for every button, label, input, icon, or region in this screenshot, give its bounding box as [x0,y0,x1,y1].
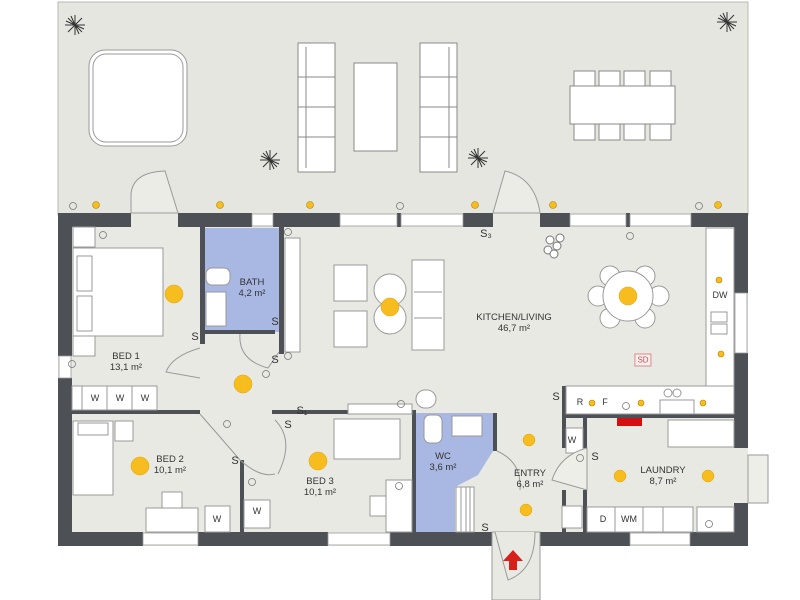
wardrobe-bed2: W [212,514,222,524]
room-area: 10,1 m² [153,465,187,476]
room-name: BED 1 [112,351,140,363]
appliance-f: F [602,397,608,407]
room-area: 10,1 m² [303,487,337,498]
room-name: BATH [239,277,265,289]
switch-label: S₃ [480,228,492,240]
room-name: WC [435,451,451,463]
switch-label: S [591,451,599,463]
switch-label: S [552,391,560,403]
outdoor-sofa-left [297,42,336,173]
switch-label: S [231,455,239,467]
bath-fixtures [205,237,301,353]
outlet-icon [68,202,713,528]
door-swing [130,170,541,214]
appliance-d: D [599,514,607,524]
outdoor-dining-set [569,70,676,141]
hot-tub [88,49,188,147]
bed-2-furniture [72,420,231,533]
room-label-bed-3: BED 3 10,1 m² [303,476,337,499]
walls [58,213,748,546]
room-area: 4,2 m² [238,288,266,299]
switch-label: S [284,419,292,431]
radiator [617,418,642,426]
wall-light-icon [92,201,725,407]
kitchen-counters [565,227,735,415]
room-name: ENTRY [513,468,547,480]
bed-3-furniture [243,403,413,533]
windows [58,213,748,546]
interior-doors [165,333,521,491]
wardrobe-bed1-2: W [115,393,125,403]
outdoor-sofa-right [419,42,458,173]
wc-fixtures [415,389,483,444]
appliance-dw: DW [712,290,728,300]
wardrobe-bed1-1: W [90,393,100,403]
room-label-wc: WC 3,6 m² [429,451,457,474]
plant-icon [65,12,737,170]
switch-label: S [271,316,279,328]
room-label-bath: BATH 4,2 m² [238,277,266,300]
laundry-furniture [561,419,735,533]
room-label-bed-2: BED 2 10,1 m² [153,454,187,477]
appliance-r: R [576,397,584,407]
room-label-entry: ENTRY 6,8 m² [513,468,547,491]
room-area: 6,8 m² [516,479,544,490]
room-label-laundry: LAUNDRY 8,7 m² [640,465,686,488]
stairs [455,486,475,533]
room-area: 3,6 m² [429,462,457,473]
switch-label: S₁ [296,405,308,417]
bed-1-furniture [71,226,164,411]
room-area: 46,7 m² [497,323,531,334]
room-area: 13,1 m² [109,362,143,373]
room-name: KITCHEN/LIVING [476,312,552,324]
switch-label: S [191,331,199,343]
appliance-wm: WM [621,514,637,524]
plant-indoor-icon [543,233,565,259]
entry-arrow-icon [503,550,523,570]
room-label-kitchen-living: KITCHEN/LIVING 46,7 m² [476,312,552,335]
wardrobe-entry: W [567,435,577,445]
room-label-bed-1: BED 1 13,1 m² [109,351,143,374]
room-name: BED 2 [156,454,184,466]
ceiling-light-icon [130,284,715,517]
outdoor-table [353,62,398,152]
switch-label: S [271,354,279,366]
wardrobe-bed1-3: W [140,393,150,403]
room-area: 8,7 m² [649,476,677,487]
switch-label: S [481,522,489,534]
room-name: BED 3 [306,476,334,488]
laundry-door [551,447,769,504]
smoke-detector-label: SD [634,353,652,367]
wardrobe-bed3: W [252,506,262,516]
room-name: LAUNDRY [640,465,686,477]
